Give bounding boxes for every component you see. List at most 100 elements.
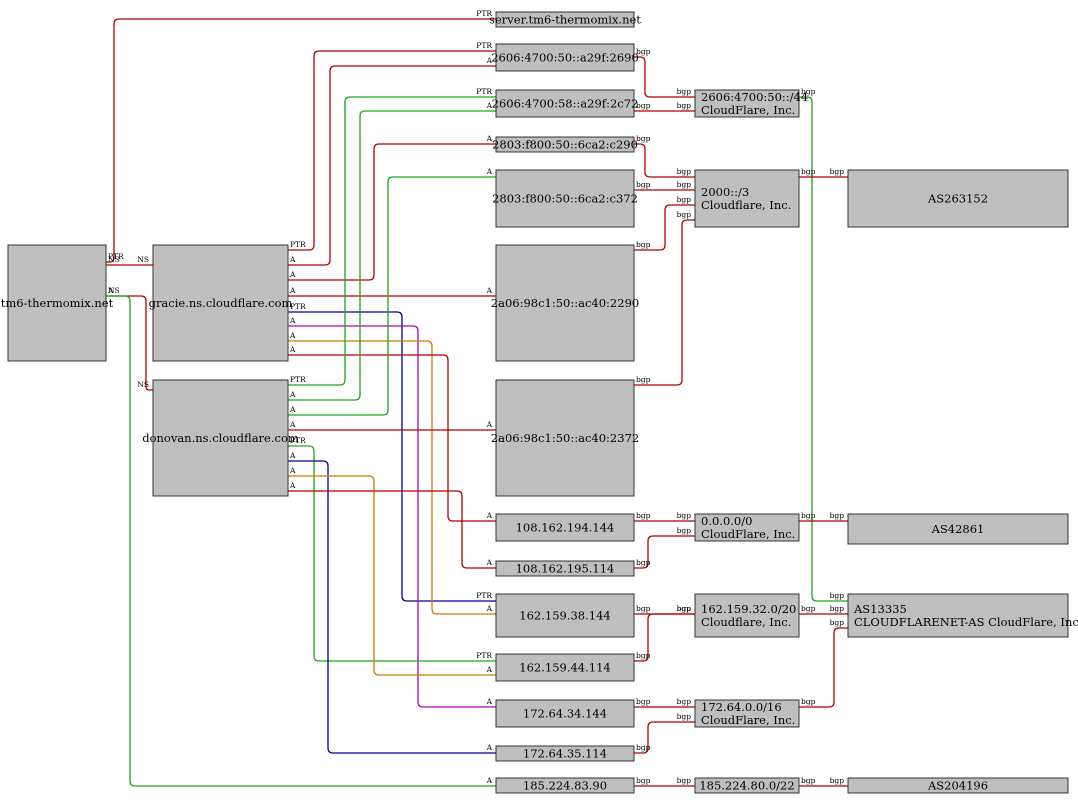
- edge-tail-label: bgp: [801, 87, 816, 96]
- edge-line: [634, 613, 695, 662]
- edge-tail-label: bgp: [636, 180, 651, 189]
- node-label: 2a06:98c1:50::ac40:2290: [491, 296, 639, 310]
- edge-tail-label: A: [289, 466, 296, 475]
- node-box: [847, 593, 1069, 638]
- edge-tm6-to-ip7: AA: [106, 286, 496, 787]
- edge-head-label: bgp: [677, 776, 692, 785]
- edge-tail-label: A: [289, 451, 296, 460]
- node-ip4[interactable]: 162.159.44.114: [495, 653, 635, 682]
- node-label: 108.162.195.114: [516, 562, 615, 576]
- node-box: [847, 777, 1069, 794]
- edge-tail-label: bgp: [636, 47, 651, 56]
- node-label: tm6-thermomix.net: [1, 296, 114, 310]
- node-box: [495, 653, 635, 682]
- node-label: 162.159.38.144: [519, 609, 610, 623]
- edge-line: [634, 219, 695, 386]
- node-server[interactable]: server.tm6-thermomix.net: [489, 11, 641, 28]
- node-label: 172.64.0.0/16: [701, 700, 782, 714]
- edge-head-label: PTR: [476, 9, 492, 18]
- edge-head-label: PTR: [476, 41, 492, 50]
- edge-donovan-to-v6b: AA: [288, 101, 496, 401]
- node-label: 2803:f800:50::6ca2:c372: [492, 192, 638, 206]
- node-box: [495, 169, 635, 228]
- edge-tail-label: PTR: [290, 240, 306, 249]
- edge-head-label: bgp: [677, 167, 692, 176]
- node-ip6[interactable]: 172.64.35.114: [495, 745, 635, 762]
- node-as1[interactable]: AS263152: [847, 169, 1069, 228]
- node-v6b[interactable]: 2606:4700:58::a29f:2c72: [492, 89, 639, 118]
- node-label: 2606:4700:50::/44: [701, 90, 808, 104]
- edge-tail-label: bgp: [636, 558, 651, 567]
- edge-line: [634, 204, 695, 251]
- node-label: CLOUDFLARENET-AS CloudFlare, Inc.: [854, 615, 1078, 629]
- edge-head-label: A: [486, 56, 493, 65]
- node-tm6[interactable]: tm6-thermomix.net: [1, 244, 114, 362]
- edge-line: [634, 535, 695, 569]
- edge-head-label: PTR: [476, 87, 492, 96]
- edge-tail-label: NS: [108, 255, 120, 264]
- node-ip2[interactable]: 108.162.195.114: [495, 560, 635, 577]
- node-ip5[interactable]: 172.64.34.144: [495, 699, 635, 728]
- node-label: CloudFlare, Inc.: [701, 527, 795, 541]
- edge-tail-label: bgp: [801, 776, 816, 785]
- node-box: [152, 379, 289, 497]
- edge-head-label: A: [486, 286, 493, 295]
- edge-tail-label: bgp: [636, 511, 651, 520]
- node-v6c[interactable]: 2803:f800:50::6ca2:c290: [492, 136, 638, 153]
- node-v6a[interactable]: 2606:4700:50::a29f:2690: [491, 43, 639, 72]
- edge-tail-label: A: [107, 286, 114, 295]
- node-gracie[interactable]: gracie.ns.cloudflare.com: [149, 244, 293, 362]
- edge-head-label: NS: [137, 380, 149, 389]
- edge-line: [288, 96, 496, 386]
- node-ip7[interactable]: 185.224.83.90: [495, 777, 635, 794]
- node-pf6[interactable]: 185.224.80.0/22: [694, 777, 800, 794]
- edge-line: [288, 340, 496, 615]
- edge-line: [288, 490, 496, 569]
- node-label: gracie.ns.cloudflare.com: [149, 296, 293, 310]
- node-box: [694, 699, 800, 728]
- edge-tail-label: bgp: [636, 697, 651, 706]
- node-box: [495, 513, 635, 542]
- node-v6f[interactable]: 2a06:98c1:50::ac40:2372: [491, 379, 639, 497]
- node-label: CloudFlare, Inc.: [701, 713, 795, 727]
- edge-donovan-to-ip6: AA: [288, 451, 496, 754]
- edge-head-label: bgp: [830, 604, 845, 613]
- edge-line: [288, 354, 496, 522]
- node-as4[interactable]: AS204196: [847, 777, 1069, 794]
- node-label: 172.64.35.114: [523, 747, 607, 761]
- node-box: [495, 593, 635, 638]
- node-box: [694, 513, 800, 542]
- node-donovan[interactable]: donovan.ns.cloudflare.com: [142, 379, 299, 497]
- node-ip1[interactable]: 108.162.194.144: [495, 513, 635, 542]
- node-box: [495, 560, 635, 577]
- node-as2[interactable]: AS42861: [847, 513, 1069, 545]
- node-box: [694, 169, 800, 228]
- edge-line: [106, 295, 496, 787]
- node-label: 0.0.0.0/0: [701, 514, 752, 528]
- node-box: [152, 244, 289, 362]
- node-box: [495, 43, 635, 72]
- edge-head-label: bgp: [830, 618, 845, 627]
- node-v6d[interactable]: 2803:f800:50::6ca2:c372: [492, 169, 638, 228]
- node-box: [694, 777, 800, 794]
- node-ip3[interactable]: 162.159.38.144: [495, 593, 635, 638]
- node-label: CloudFlare, Inc.: [701, 103, 795, 117]
- edge-tail-label: PTR: [108, 252, 124, 261]
- edge-donovan-to-v6f: AA: [288, 420, 496, 431]
- node-v6e[interactable]: 2a06:98c1:50::ac40:2290: [491, 244, 639, 362]
